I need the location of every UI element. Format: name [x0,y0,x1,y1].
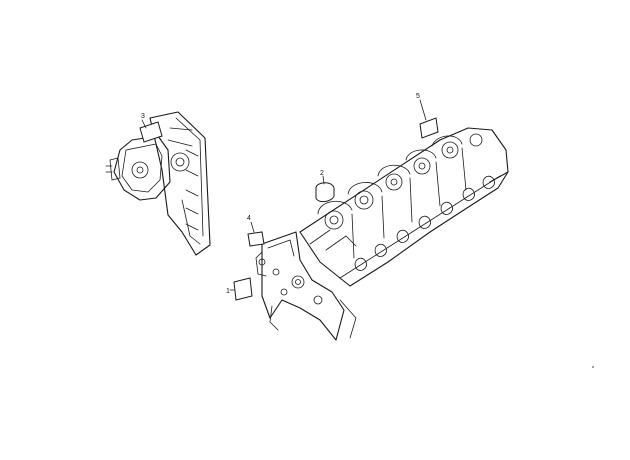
gasket-part-5 [419,117,439,139]
callout-5: 5 [416,93,420,100]
gasket-part-1 [233,277,253,301]
gasket-part-4 [247,231,265,247]
callout-1: 1 [226,288,230,295]
callout-3: 3 [141,113,145,120]
speck [592,366,594,368]
pump-housing-assembly [105,111,211,256]
engine-cylinder-head [255,127,509,341]
gasket-part-2 [315,182,335,203]
callout-4: 4 [247,215,251,222]
callout-2: 2 [320,170,324,177]
gasket-part-3 [139,121,163,143]
